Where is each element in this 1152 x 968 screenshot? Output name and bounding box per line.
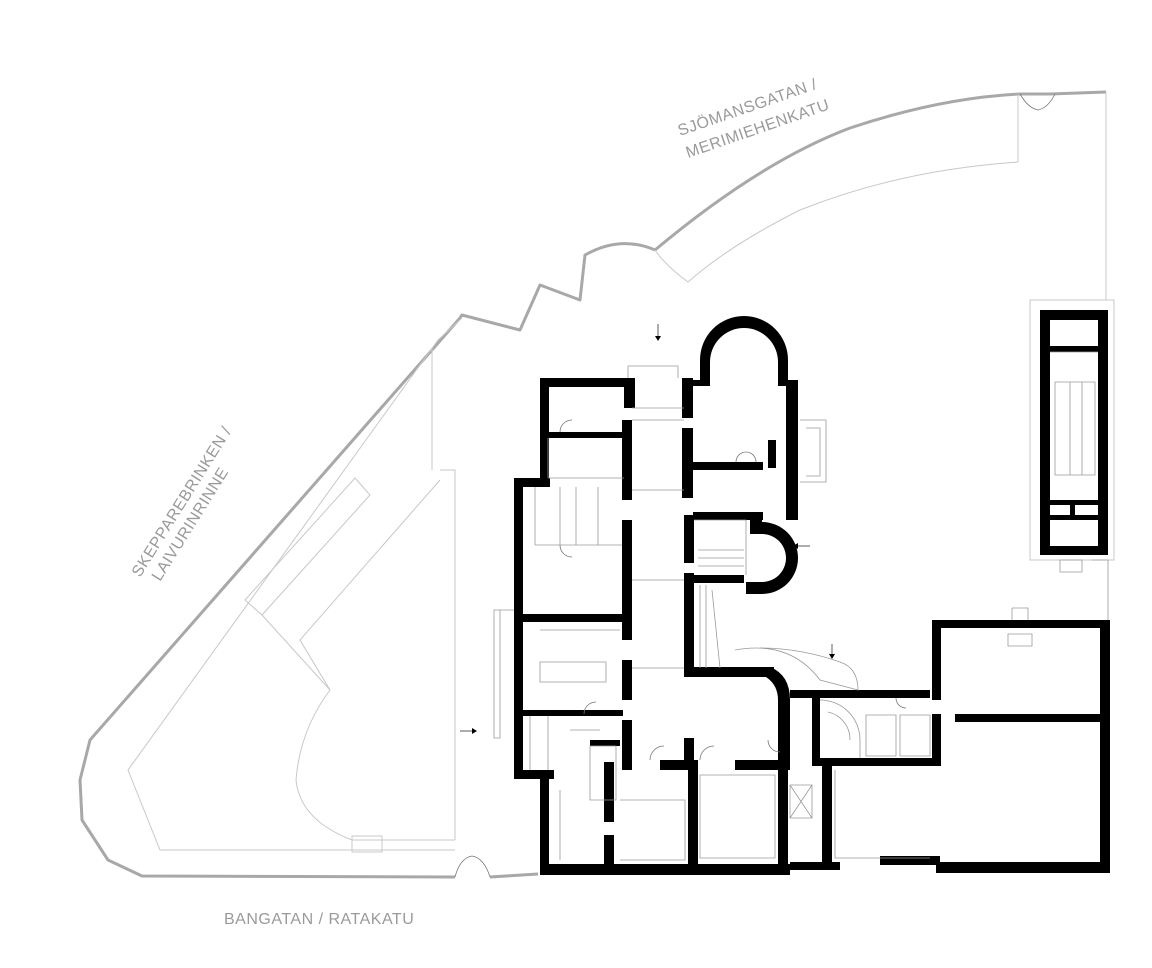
- entrance-arrow-icon: [655, 324, 661, 341]
- main-building-walls: [514, 316, 1110, 875]
- interior-details: [493, 365, 1109, 861]
- street-labels: SJÖMANSGATAN / MERIMIEHENKATU SKEPPAREBR…: [129, 75, 832, 928]
- entrance-arrow-icon: [460, 728, 477, 734]
- street-curb: [78, 90, 1107, 879]
- entrance-arrow-icon: [829, 644, 835, 659]
- annex-building: [1029, 299, 1115, 561]
- south-street-label: BANGATAN / RATAKATU: [224, 911, 414, 928]
- site-outline: [78, 90, 1107, 879]
- entrance-arrows: [460, 324, 835, 734]
- entrance-arrow-icon: [793, 543, 810, 549]
- west-street-label-1: SKEPPAREBRINKEN /: [129, 424, 235, 580]
